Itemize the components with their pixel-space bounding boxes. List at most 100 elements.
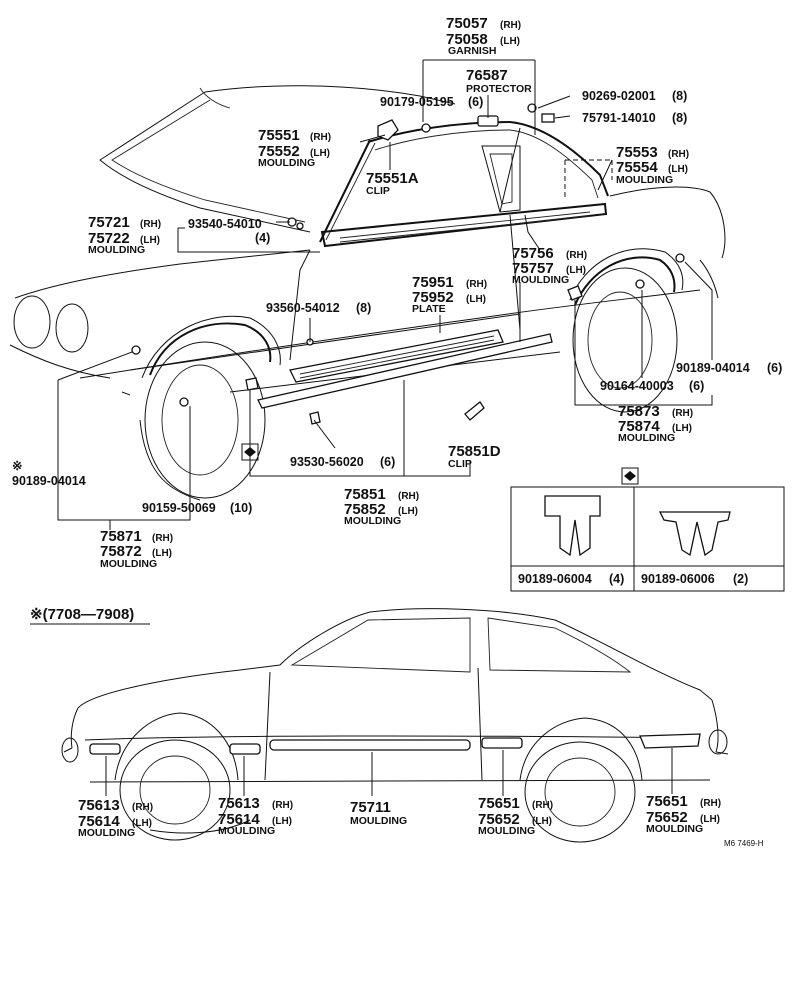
label-93560-54012: 93560-54012 xyxy=(266,301,340,315)
label-75851: 75851 xyxy=(344,486,386,503)
qty-90189-06006: (2) xyxy=(733,572,748,586)
label-75871: 75871 xyxy=(100,528,142,545)
label-75552: 75552 xyxy=(258,143,300,160)
qty-90179: (6) xyxy=(468,95,483,109)
label-75651-rear: 75651 xyxy=(646,793,688,810)
label-75873: 75873 xyxy=(618,403,660,420)
svg-text:(LH): (LH) xyxy=(132,818,152,829)
label-90179-05195: 90179-05195 xyxy=(380,95,454,109)
label-75874: 75874 xyxy=(618,418,660,435)
diamond-markers xyxy=(241,443,639,485)
label-75614-rear: 75614 xyxy=(218,811,260,828)
suffix-lh: (LH) xyxy=(500,36,520,47)
svg-text:(LH): (LH) xyxy=(272,816,292,827)
period-note: ※(7708—7908) xyxy=(30,606,150,625)
label-75652-rear: 75652 xyxy=(646,809,688,826)
qty-90164: (6) xyxy=(689,379,704,393)
label-75722: 75722 xyxy=(88,230,130,247)
label-93540-54010: 93540-54010 xyxy=(188,217,262,231)
label-75613-front: 75613 xyxy=(78,797,120,814)
svg-text:(LH): (LH) xyxy=(672,423,692,434)
svg-text:(LH): (LH) xyxy=(152,548,172,559)
label-75614-front: 75614 xyxy=(78,813,120,830)
top-labels: 75057 (RH) 75058 (LH) GARNISH 76587 PROT… xyxy=(12,15,782,570)
label-75554: 75554 xyxy=(616,159,658,176)
qty-90159: (10) xyxy=(230,501,252,515)
qty-93560: (8) xyxy=(356,301,371,315)
label-75551: 75551 xyxy=(258,127,300,144)
svg-text:(RH): (RH) xyxy=(132,802,153,813)
qty-90269: (8) xyxy=(672,89,687,103)
label-75057: 75057 xyxy=(446,15,488,32)
label-90269-02001: 90269-02001 xyxy=(582,89,656,103)
label-clip-75551a: CLIP xyxy=(366,185,390,197)
label-75058: 75058 xyxy=(446,31,488,48)
label-garnish: GARNISH xyxy=(448,45,496,57)
diamond-marker-icon xyxy=(241,443,259,461)
label-75756: 75756 xyxy=(512,245,554,262)
label-75951: 75951 xyxy=(412,274,454,291)
diamond-marker-icon xyxy=(621,467,639,485)
star-mark: ※ xyxy=(12,459,22,473)
svg-text:(RH): (RH) xyxy=(672,408,693,419)
qty-93540: (4) xyxy=(255,231,270,245)
clip-90189-06006-icon xyxy=(658,511,731,557)
label-moulding-7555x: MOULDING xyxy=(258,157,315,169)
label-moulding-7555y: MOULDING xyxy=(616,174,673,186)
label-75651-door: 75651 xyxy=(478,795,520,812)
svg-text:(LH): (LH) xyxy=(310,148,330,159)
svg-text:(LH): (LH) xyxy=(566,265,586,276)
bottom-labels: 75613 (RH) 75614 (LH) MOULDING 75613 (RH… xyxy=(78,793,764,848)
label-75613-rear: 75613 xyxy=(218,795,260,812)
label-moulding-7575x: MOULDING xyxy=(512,274,569,286)
label-75852: 75852 xyxy=(344,501,386,518)
svg-text:(LH): (LH) xyxy=(532,816,552,827)
label-plate: PLATE xyxy=(412,303,446,315)
label-moulding-7565-door: MOULDING xyxy=(478,825,535,837)
top-car-drawing xyxy=(9,85,726,501)
period-note-text: ※(7708—7908) xyxy=(30,606,134,623)
label-moulding-7565-rear: MOULDING xyxy=(646,823,703,835)
svg-text:(LH): (LH) xyxy=(140,235,160,246)
label-clip-75851d: CLIP xyxy=(448,458,472,470)
svg-text:(RH): (RH) xyxy=(566,250,587,261)
clip-90179-shape xyxy=(421,123,431,133)
label-76587: 76587 xyxy=(466,67,508,84)
label-75952: 75952 xyxy=(412,289,454,306)
svg-text:(RH): (RH) xyxy=(398,491,419,502)
bottom-leader-lines xyxy=(105,748,673,796)
svg-text:(RH): (RH) xyxy=(140,219,161,230)
label-moulding-7587x: MOULDING xyxy=(100,558,157,570)
label-moulding-7561-rear: MOULDING xyxy=(218,825,275,837)
svg-text:(LH): (LH) xyxy=(700,814,720,825)
bottom-car-drawing xyxy=(61,608,729,843)
label-75551a: 75551A xyxy=(366,170,419,187)
label-90189-04014-rear: 90189-04014 xyxy=(676,361,750,375)
bolt-90269-shape xyxy=(527,103,537,113)
svg-text:(LH): (LH) xyxy=(668,164,688,175)
svg-text:(RH): (RH) xyxy=(152,533,173,544)
label-75757: 75757 xyxy=(512,260,554,277)
suffix-rh: (RH) xyxy=(500,20,521,31)
clip-90189-06004-icon xyxy=(544,495,601,557)
label-moulding-7572x: MOULDING xyxy=(88,244,145,256)
inset-clip-box: 90189-06004 (4) 90189-06006 (2) xyxy=(510,486,785,592)
qty-93530: (6) xyxy=(380,455,395,469)
qty-90189-04014-rear: (6) xyxy=(767,361,782,375)
label-75791-14010: 75791-14010 xyxy=(582,111,656,125)
top-leader-lines xyxy=(57,59,713,530)
part-75791-shape xyxy=(541,113,555,123)
clip-75551a-shape xyxy=(377,119,399,141)
label-75721: 75721 xyxy=(88,214,130,231)
label-90159-50069: 90159-50069 xyxy=(142,501,216,515)
label-90189-06006: 90189-06006 xyxy=(641,572,715,586)
label-moulding-7585x: MOULDING xyxy=(344,515,401,527)
label-75553: 75553 xyxy=(616,144,658,161)
label-moulding-7587y: MOULDING xyxy=(618,432,675,444)
svg-text:(RH): (RH) xyxy=(700,798,721,809)
svg-text:(RH): (RH) xyxy=(668,149,689,160)
svg-text:(RH): (RH) xyxy=(310,132,331,143)
footer-code: M6 7469-H xyxy=(724,839,764,848)
